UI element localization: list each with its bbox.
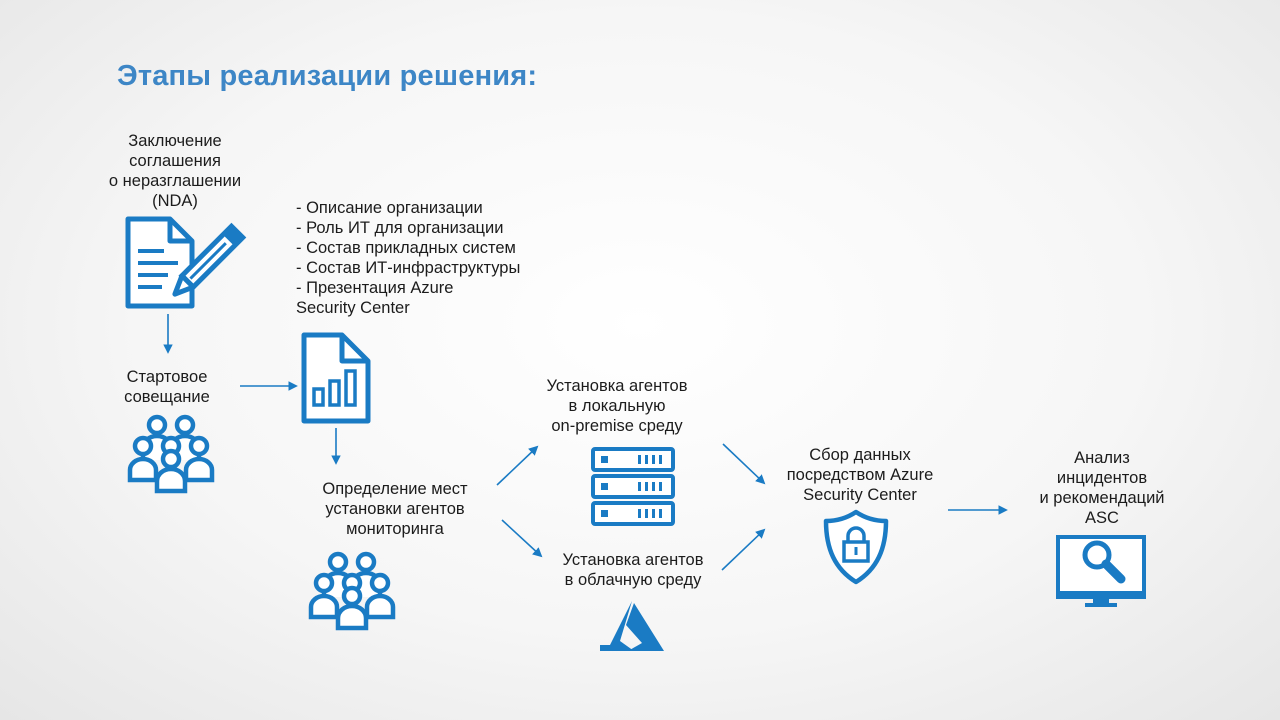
people-group-icon <box>127 414 215 494</box>
survey-list: - Описание организации - Роль ИТ для орг… <box>296 198 520 318</box>
stage-analysis-label: Анализ инцидентов и рекомендаций ASC <box>1022 448 1182 528</box>
stage-placement-line: мониторинга <box>346 520 444 538</box>
stage-nda-line: соглашения <box>129 152 221 170</box>
arrow-cloud-to-collect <box>721 528 766 571</box>
stage-collect-line: Security Center <box>803 486 917 504</box>
stage-kickoff-line: совещание <box>124 388 210 406</box>
stage-onprem-line: в локальную <box>568 397 666 415</box>
stage-kickoff-line: Стартовое <box>126 368 208 386</box>
arrow-placement-to-cloud <box>501 519 543 558</box>
document-chart-icon <box>301 332 371 424</box>
arrow-placement-to-onprem <box>496 445 539 486</box>
survey-list-item: - Состав прикладных систем <box>296 239 516 257</box>
stage-onprem-line: on-premise среду <box>551 417 683 435</box>
people-group-icon <box>308 551 396 631</box>
survey-list-item: - Описание организации <box>296 199 483 217</box>
stage-cloud-label: Установка агентов в облачную среду <box>548 550 718 590</box>
stage-kickoff-label: Стартовое совещание <box>100 367 234 407</box>
page-title: Этапы реализации решения: <box>117 60 538 92</box>
shield-lock-icon <box>823 509 889 585</box>
stage-nda-line: (NDA) <box>152 192 198 210</box>
stage-collect-line: посредством Azure <box>786 466 934 484</box>
stage-onprem-label: Установка агентов в локальную on-premise… <box>537 376 697 436</box>
stage-placement-line: Определение мест <box>322 480 468 498</box>
monitor-magnifier-icon <box>1056 535 1146 607</box>
survey-list-item: Security Center <box>296 299 410 317</box>
stage-cloud-line: в облачную среду <box>564 571 702 589</box>
survey-list-item: - Презентация Azure <box>296 279 454 297</box>
stage-collect-line: Сбор данных <box>809 446 911 464</box>
survey-list-item: - Состав ИТ-инфраструктуры <box>296 259 521 277</box>
stage-analysis-line: ASC <box>1085 509 1119 527</box>
stage-collect-label: Сбор данных посредством Azure Security C… <box>770 445 950 505</box>
stage-placement-line: установки агентов <box>325 500 465 518</box>
azure-logo-icon <box>600 601 664 651</box>
stage-cloud-line: Установка агентов <box>562 551 704 569</box>
stage-nda-line: о неразглашении <box>108 172 242 190</box>
survey-list-item: - Роль ИТ для организации <box>296 219 504 237</box>
stage-onprem-line: Установка агентов <box>546 377 688 395</box>
stage-placement-label: Определение мест установки агентов монит… <box>300 479 490 539</box>
arrow-onprem-to-collect <box>722 443 766 485</box>
server-rack-icon <box>591 447 675 526</box>
stage-analysis-line: инцидентов <box>1056 469 1148 487</box>
stage-analysis-line: и рекомендаций <box>1039 489 1165 507</box>
document-pencil-icon <box>125 216 247 309</box>
stage-analysis-line: Анализ <box>1074 449 1130 467</box>
stage-nda-line: Заключение <box>128 132 222 150</box>
stage-nda-label: Заключение соглашения о неразглашении (N… <box>95 131 255 211</box>
